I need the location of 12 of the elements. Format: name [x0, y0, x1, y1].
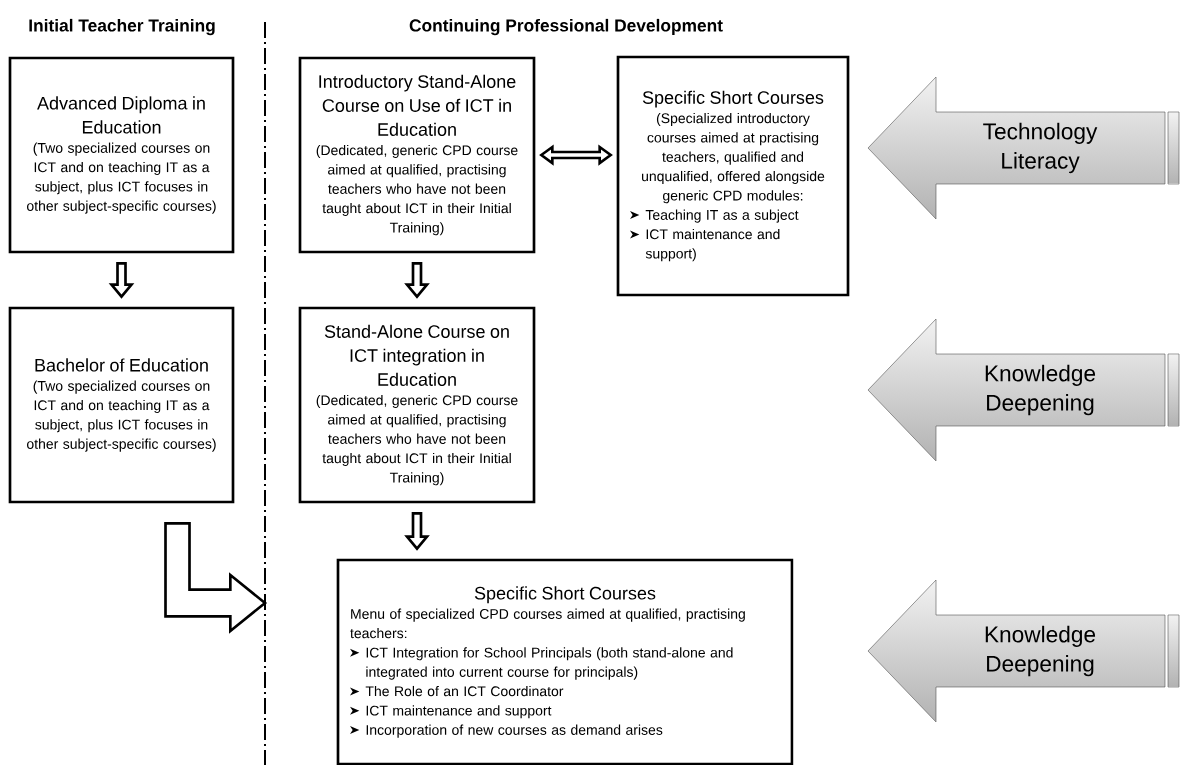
column-heading: Continuing Professional Development: [409, 18, 723, 36]
course-box: Introductory Stand-Alone Course on Use of ICT in Education (Dedicated, generic CPD course aimed at qualified, practising teachers who have not been taught about ICT in their Initial Training): [298, 56, 536, 254]
column-heading: Initial Teacher Training: [29, 18, 215, 36]
block-arrow: [404, 262, 430, 299]
course-box: Specific Short Courses Menu of specialized CPD courses aimed at qualified, practising teachers: ICT Integration for School Principals (both stand-alone and integrated into current course for principals) The Role of an ICT Coordinator ICT maintenance and support Incorporation of new courses as demand arises: [336, 558, 794, 765]
course-box: Specific Short Courses (Specialized introductory courses aimed at practising teachers, qualified and unqualified, offered alongside generic CPD modules: Teaching IT as a subject ICT maintenance and support): [616, 55, 850, 297]
course-box: Bachelor of Education (Two specialized courses on ICT and on teaching IT as a subject, plus ICT focuses in other subject-specific courses): [8, 306, 235, 504]
block-arrow: [108, 262, 135, 299]
course-box: Advanced Diploma in Education (Two specialized courses on ICT and on teaching IT as a subject, plus ICT focuses in other subject-specific courses): [8, 56, 235, 254]
block-arrow: [404, 512, 430, 551]
block-arrow: [164, 522, 268, 634]
course-box: Stand-Alone Course on ICT integration in Education (Dedicated, generic CPD course aimed at qualified, practising teachers who have not been taught about ICT in their Initial Training): [298, 306, 536, 504]
